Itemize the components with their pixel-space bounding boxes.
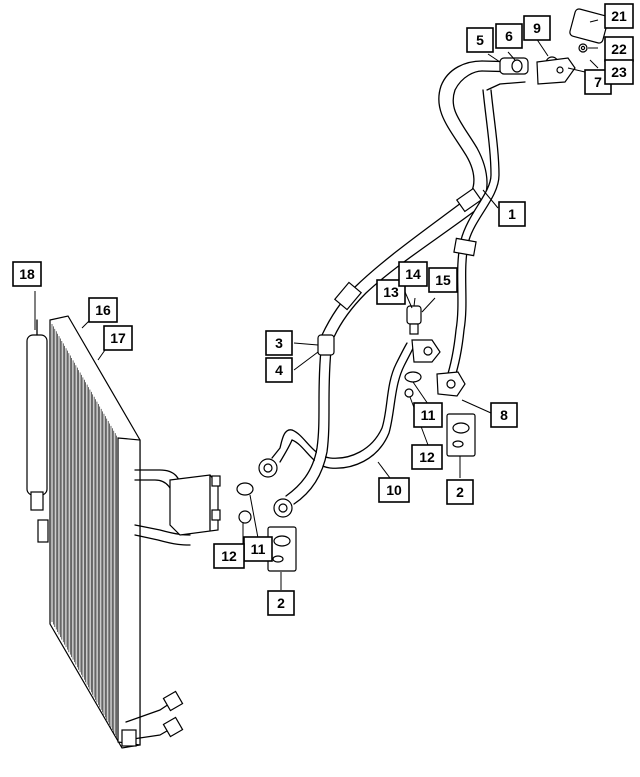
svg-text:4: 4 <box>275 362 283 378</box>
callout-22: 22 <box>604 36 634 62</box>
callout-23: 23 <box>604 59 634 85</box>
svg-text:1: 1 <box>508 206 516 222</box>
svg-text:2: 2 <box>277 595 285 611</box>
svg-text:12: 12 <box>419 449 435 465</box>
condenser <box>26 315 184 749</box>
callout-2-right: 2 <box>446 479 474 505</box>
callout-9: 9 <box>523 15 551 41</box>
callouts: 1 2 2 3 4 5 6 7 <box>12 3 634 616</box>
callout-6: 6 <box>495 23 523 49</box>
svg-text:17: 17 <box>110 330 126 346</box>
callout-2-left: 2 <box>267 590 295 616</box>
svg-text:5: 5 <box>476 32 484 48</box>
svg-text:21: 21 <box>611 8 627 24</box>
svg-text:23: 23 <box>611 64 627 80</box>
svg-text:9: 9 <box>533 20 541 36</box>
svg-text:16: 16 <box>95 302 111 318</box>
hose-coupling <box>317 334 335 356</box>
svg-text:18: 18 <box>19 266 35 282</box>
svg-text:3: 3 <box>275 335 283 351</box>
svg-text:15: 15 <box>435 272 451 288</box>
svg-text:2: 2 <box>456 484 464 500</box>
svg-text:6: 6 <box>505 28 513 44</box>
gasket-kit-right <box>446 413 476 457</box>
callout-3: 3 <box>265 330 293 356</box>
expansion-valve-block <box>536 57 576 85</box>
condenser-outlet-fittings <box>121 690 184 747</box>
condenser-fins <box>51 324 119 740</box>
svg-text:12: 12 <box>221 548 237 564</box>
callout-1: 1 <box>498 201 526 227</box>
drier-bracket <box>37 519 49 543</box>
condenser-tubes <box>134 469 221 546</box>
o-ring <box>404 388 414 398</box>
callout-4: 4 <box>265 357 293 383</box>
svg-text:22: 22 <box>611 41 627 57</box>
callout-8: 8 <box>490 402 518 428</box>
callout-12-left: 12 <box>213 543 245 569</box>
svg-text:11: 11 <box>251 541 266 557</box>
svg-text:13: 13 <box>383 284 399 300</box>
expansion-valve <box>569 8 609 44</box>
receiver-drier <box>26 334 48 496</box>
svg-text:7: 7 <box>594 74 602 90</box>
pressure-transducer <box>406 305 422 325</box>
callout-14: 14 <box>398 261 428 287</box>
callout-18: 18 <box>12 261 42 287</box>
callout-5: 5 <box>466 27 494 53</box>
svg-text:8: 8 <box>500 407 508 423</box>
svg-text:10: 10 <box>386 482 402 498</box>
callout-10: 10 <box>378 477 410 503</box>
drier-fitting <box>30 491 44 511</box>
gasket <box>404 371 422 383</box>
svg-text:11: 11 <box>421 407 436 423</box>
callout-16: 16 <box>88 297 118 323</box>
callout-15: 15 <box>428 267 458 293</box>
callout-21: 21 <box>604 3 634 29</box>
fittings <box>236 8 609 572</box>
condenser-side-tank <box>117 437 141 746</box>
callout-12-right: 12 <box>411 444 443 470</box>
callout-11-right: 11 <box>413 402 443 428</box>
condenser-connector-block <box>169 474 219 536</box>
svg-text:14: 14 <box>405 266 421 282</box>
callout-17: 17 <box>103 325 133 351</box>
hose-lines <box>271 60 526 505</box>
callout-11-left: 11 <box>243 536 273 562</box>
